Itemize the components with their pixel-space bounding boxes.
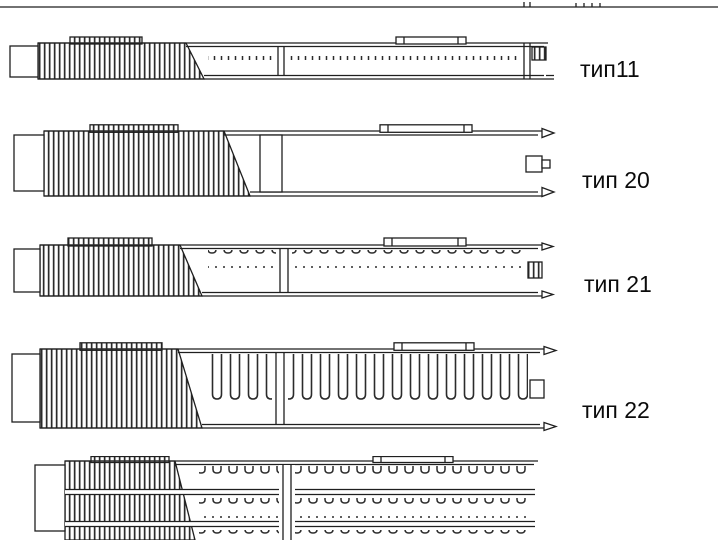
radiator-type-20-drawing [13, 124, 556, 198]
radiator-type-20-label: тип 20 [582, 167, 650, 193]
radiator-type-11-drawing [9, 36, 554, 80]
radiator-type-22-label: тип 22 [582, 397, 650, 423]
radiator-bottom-partial-drawing [34, 456, 538, 540]
cropped-drawing-above-edge [0, 2, 718, 8]
radiator-type-22-drawing [11, 342, 558, 432]
radiator-type-21-drawing [13, 237, 556, 299]
radiator-type-21-label: тип 21 [584, 271, 652, 297]
radiator-type-11-label: тип11 [580, 56, 640, 82]
